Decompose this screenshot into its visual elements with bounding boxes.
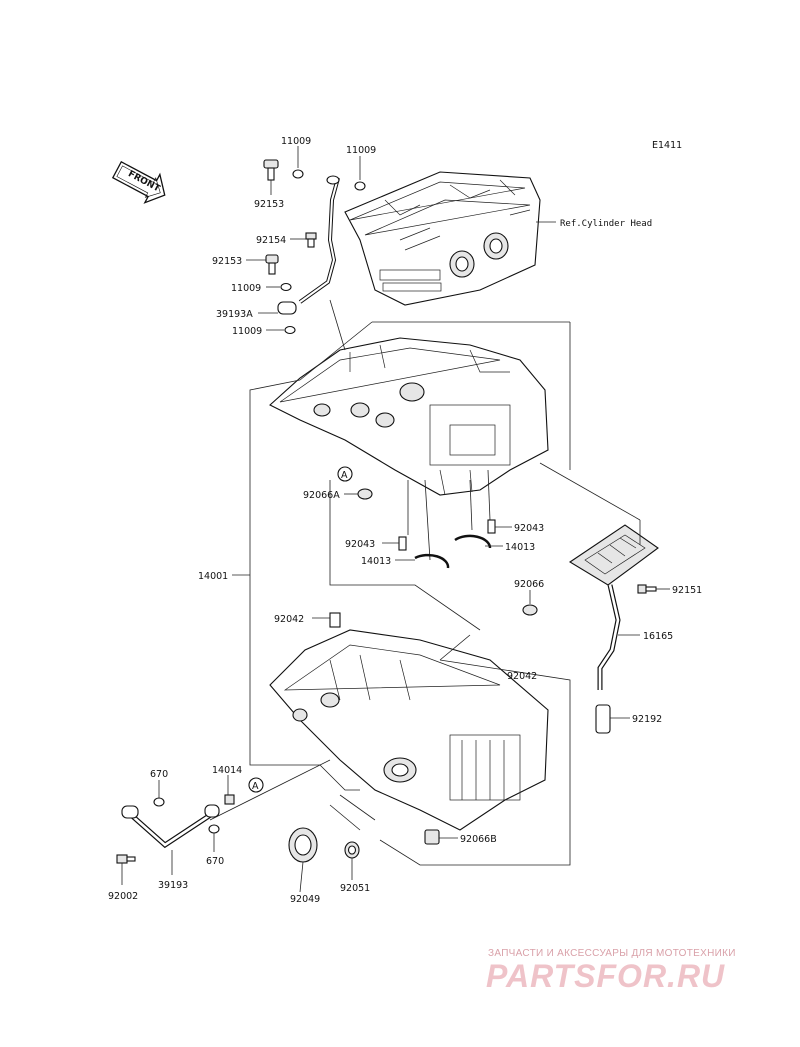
bearing-14013-left	[414, 553, 450, 569]
label-92066: 92066	[514, 579, 544, 590]
watermark-tagline: ЗАПЧАСТИ И АКСЕССУАРЫ ДЛЯ МОТОТЕХНИКИ	[488, 948, 736, 959]
dowel-92043-right	[487, 519, 496, 534]
plug-92066B	[424, 829, 440, 845]
label-670-low: 670	[206, 856, 224, 867]
label-92042-right: 92042	[507, 671, 537, 682]
label-92153-mid: 92153	[212, 256, 242, 267]
callout-a-upper-circle	[337, 466, 353, 482]
label-11009-top-left: 11009	[281, 136, 311, 147]
upper-crankcase-illustration	[269, 337, 549, 496]
dowel-92042-top	[329, 612, 341, 628]
diagram-code: E1411	[652, 140, 682, 151]
dowel-92043-left	[398, 536, 407, 551]
label-92049: 92049	[290, 894, 320, 905]
part-14014	[224, 794, 235, 805]
bolt-92151	[637, 584, 657, 594]
callout-a-upper-label: A	[341, 470, 348, 481]
label-670-top: 670	[150, 769, 168, 780]
label-39193A: 39193A	[216, 309, 253, 320]
plug-92066	[522, 604, 538, 616]
label-14013-left: 14013	[361, 556, 391, 567]
callout-a-lower-circle	[248, 777, 264, 793]
front-arrow-icon	[111, 160, 166, 204]
washer-11009-d	[284, 325, 296, 335]
bolt-92153-top	[263, 159, 279, 181]
bolt-92154	[305, 232, 317, 248]
oil-pipe	[277, 175, 340, 315]
label-92002: 92002	[108, 891, 138, 902]
washer-11009-a	[292, 169, 304, 179]
ref-cylinder-head-label: Ref.Cylinder Head	[560, 219, 652, 229]
label-92042-top: 92042	[274, 614, 304, 625]
callout-a-lower-label: A	[252, 781, 259, 792]
cylinder-head-illustration	[344, 171, 541, 306]
washer-11009-c	[280, 282, 292, 292]
bracket-14001	[249, 379, 320, 766]
label-39193: 39193	[158, 880, 188, 891]
bolt-92002	[116, 854, 136, 864]
bolt-92153-mid	[265, 254, 279, 275]
label-92066B: 92066B	[460, 834, 497, 845]
label-92154: 92154	[256, 235, 286, 246]
label-92192: 92192	[632, 714, 662, 725]
label-92151: 92151	[672, 585, 702, 596]
label-11009-low: 11009	[232, 326, 262, 337]
label-14013-right: 14013	[505, 542, 535, 553]
watermark-logo: PARTSFOR.RU	[486, 958, 726, 994]
oil-seal-92049	[288, 827, 318, 863]
bearing-14013-right	[454, 534, 492, 549]
oil-pipe-39193	[121, 804, 220, 849]
oil-strainer-plate	[568, 524, 659, 586]
o-ring-670-top	[153, 797, 165, 807]
label-11009-top-right: 11009	[346, 145, 376, 156]
label-92043-right: 92043	[514, 523, 544, 534]
label-92153-top: 92153	[254, 199, 284, 210]
oil-seal-92051	[344, 841, 360, 859]
label-14001: 14001	[198, 571, 228, 582]
label-14014: 14014	[212, 765, 242, 776]
collar-92192	[595, 704, 611, 734]
washer-11009-b	[354, 181, 366, 191]
lower-crankcase-illustration	[269, 629, 549, 831]
label-16165: 16165	[643, 631, 673, 642]
plug-92066A	[357, 488, 373, 500]
o-ring-670-low	[208, 824, 220, 834]
label-92043-left: 92043	[345, 539, 375, 550]
label-11009-mid: 11009	[231, 283, 261, 294]
label-92051: 92051	[340, 883, 370, 894]
label-92066A: 92066A	[303, 490, 340, 501]
